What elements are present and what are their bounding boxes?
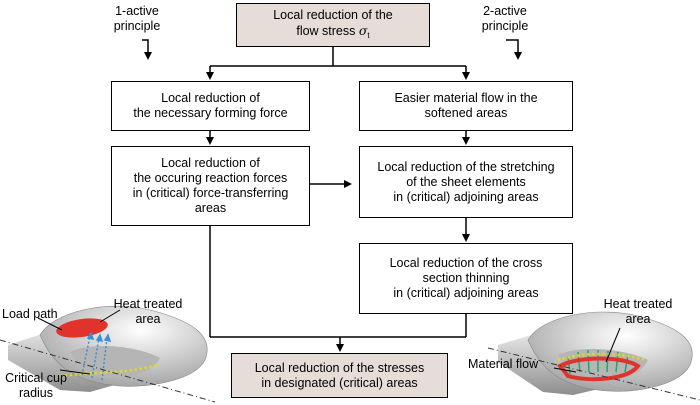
left-principle-label: 1-active principle <box>92 4 182 34</box>
right-principle-line1: 2-active <box>483 4 527 18</box>
left-cup-inner <box>70 346 160 378</box>
left-principle-line1: 1-active <box>115 4 159 18</box>
critical-radius-line2: cup radius <box>18 371 67 400</box>
right-heat-zone <box>556 356 641 382</box>
thinning-line3: in (critical) adjoining areas <box>393 286 539 300</box>
right-heat-line2: area <box>625 312 651 326</box>
right-principle-line2: principle <box>481 19 529 33</box>
stresses-line2: in designated (critical) areas <box>261 375 418 390</box>
stretching-line2: of the sheet elements <box>406 174 526 189</box>
stretching-box: Local reduction of the stretching of the… <box>359 146 573 218</box>
left-load-arrows <box>81 331 112 381</box>
right-heat-treated-label: Heat treated area <box>598 297 678 327</box>
reaction-line2: the occuring reaction forces <box>133 171 288 185</box>
flow-stress-text: flow stress <box>296 23 359 38</box>
right-flow-dots <box>557 352 647 362</box>
arrow-left-principle <box>142 39 152 60</box>
right-principle-label: 2-active principle <box>465 4 545 34</box>
reaction-line1: Local reduction of <box>161 156 260 170</box>
forming-force-line2: the necessary forming force <box>133 106 288 120</box>
right-axis-line <box>488 347 700 401</box>
left-cup-illustration <box>0 305 215 403</box>
left-heat-zone <box>56 318 108 338</box>
left-flow-dots <box>59 362 161 378</box>
left-load-leader <box>37 317 63 331</box>
material-flow-line1: Easier material flow in the <box>394 91 538 105</box>
reaction-line4: areas <box>194 201 227 215</box>
stretching-line1: Local reduction of the stretching <box>377 159 555 174</box>
load-path-label: Load path <box>2 307 58 321</box>
left-heat-line1: Heat treated <box>113 297 183 311</box>
stretching-line3: in (critical) adjoining areas <box>393 189 539 204</box>
left-principle-line2: principle <box>113 19 161 33</box>
left-heat-leader <box>99 309 121 323</box>
thinning-line2: section thinning <box>422 271 510 285</box>
left-heat-treated-label: Heat treated area <box>108 297 188 327</box>
flow-stress-box: Local reduction of the flow stress σt <box>236 3 430 47</box>
forming-force-line1: Local reduction of <box>161 91 260 105</box>
left-heat-line2: area <box>135 312 161 326</box>
sigma-subscript: t <box>367 30 370 40</box>
thinning-line1: Local reduction of the cross <box>389 256 543 270</box>
material-flow-box: Easier material flow in the softened are… <box>359 81 573 131</box>
left-axis-line <box>0 339 215 403</box>
flow-stress-line1: Local reduction of the <box>273 7 393 22</box>
arrow-right-principle <box>506 39 522 60</box>
right-heat-line1: Heat treated <box>603 297 673 311</box>
critical-radius-label: Critical cup radius <box>0 371 72 401</box>
left-radius-leader <box>59 369 91 375</box>
stresses-box: Local reduction of the stresses in desig… <box>231 353 448 398</box>
stresses-line1: Local reduction of the stresses <box>254 360 425 375</box>
reaction-line3: in (critical) force-transferring <box>132 186 289 200</box>
sigma-symbol: σ <box>358 22 368 38</box>
forming-force-box: Local reduction of the necessary forming… <box>111 81 310 131</box>
critical-radius-line1: Critical <box>5 371 44 385</box>
material-flow-label: Material flow <box>468 357 539 371</box>
right-flow-leader <box>553 367 577 373</box>
reaction-forces-box: Local reduction of the occuring reaction… <box>111 146 310 226</box>
thinning-box: Local reduction of the cross section thi… <box>359 243 573 314</box>
right-cup-illustration <box>488 311 700 401</box>
right-heat-leader <box>605 327 621 363</box>
material-flow-line2: softened areas <box>424 106 508 120</box>
flow-stress-line2: flow stress σt <box>296 23 369 43</box>
